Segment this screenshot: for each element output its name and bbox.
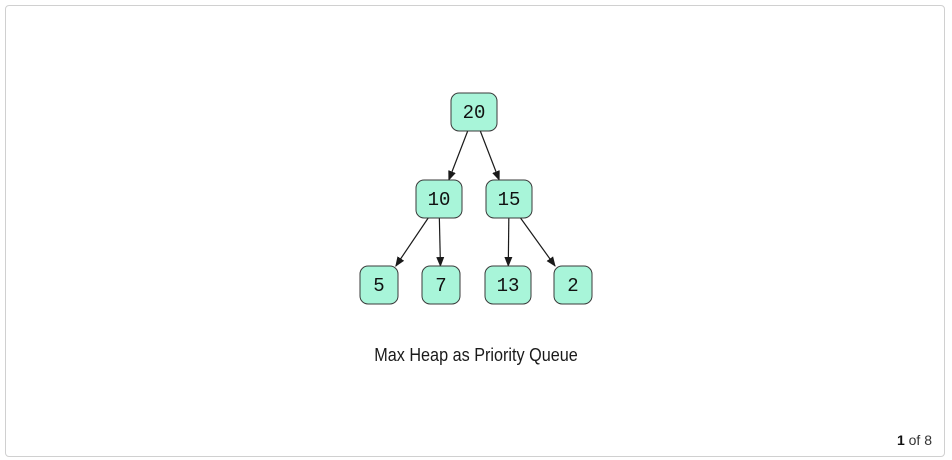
heap-node-2: 2 [553,265,593,305]
slide-pager: 1 of 8 [897,432,932,448]
edge-n15-n2 [520,217,556,267]
heap-node-label: 13 [497,275,520,297]
edge-n20-n15 [479,130,500,181]
heap-node-box [450,92,498,132]
heap-node-box [553,265,593,305]
nodes-layer: 20 10 15 5 7 13 2 [359,92,593,305]
slide-frame [5,5,945,457]
diagram-caption: Max Heap as Priority Queue [374,345,578,365]
pager-of: of [908,432,921,448]
heap-node-5: 5 [359,265,399,305]
heap-node-10: 10 [415,179,463,219]
edges-layer [395,130,556,267]
pager-total: 8 [924,432,932,448]
heap-node-label: 10 [428,189,451,211]
heap-node-label: 7 [435,275,446,297]
heap-node-label: 20 [463,102,486,124]
edge-n10-n5 [395,217,429,267]
heap-node-box [415,179,463,219]
heap-node-box [485,179,533,219]
heap-node-box [359,265,399,305]
edge-n20-n10 [448,130,469,181]
edge-n10-n7 [436,217,445,267]
heap-node-15: 15 [485,179,533,219]
heap-node-13: 13 [484,265,532,305]
heap-node-20: 20 [450,92,498,132]
pager-current: 1 [896,432,905,448]
edge-n15-n13 [504,217,513,267]
heap-node-label: 15 [498,189,521,211]
heap-node-box [421,265,461,305]
heap-node-7: 7 [421,265,461,305]
heap-node-box [484,265,532,305]
heap-node-label: 2 [567,275,578,297]
heap-node-label: 5 [373,275,384,297]
